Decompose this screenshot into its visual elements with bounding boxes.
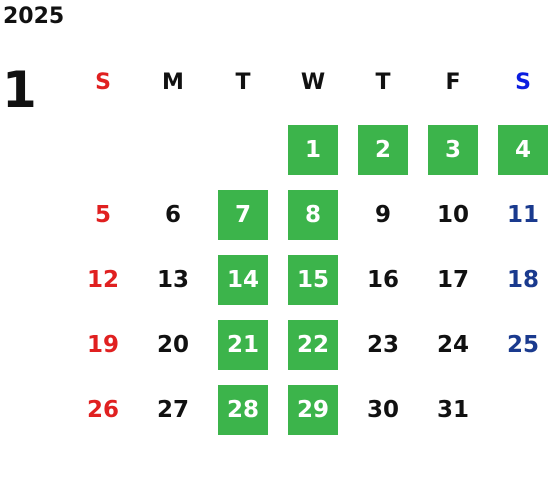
day-cell-4[interactable]: 4 [498, 125, 548, 175]
day-cell-10[interactable]: 10 [436, 202, 469, 228]
day-cell-22[interactable]: 22 [288, 320, 338, 370]
day-cell-12[interactable]: 12 [86, 267, 119, 293]
month-label: 1 [2, 61, 37, 119]
day-cell-3[interactable]: 3 [428, 125, 478, 175]
day-cell-6[interactable]: 6 [164, 202, 181, 228]
day-cell-11[interactable]: 11 [506, 202, 539, 228]
day-cell-15[interactable]: 15 [288, 255, 338, 305]
weekday-label-tuesday: T [235, 70, 251, 95]
day-cell-29[interactable]: 29 [288, 385, 338, 435]
day-cell-13[interactable]: 13 [156, 267, 189, 293]
day-cell-28[interactable]: 28 [218, 385, 268, 435]
day-cell-19[interactable]: 19 [86, 332, 119, 358]
weekday-label-saturday: S [515, 70, 531, 95]
day-cell-1[interactable]: 1 [288, 125, 338, 175]
day-cell-7[interactable]: 7 [218, 190, 268, 240]
day-cell-30[interactable]: 30 [366, 397, 399, 423]
day-cell-31[interactable]: 31 [436, 397, 469, 423]
weekday-label-wednesday: W [300, 70, 326, 95]
day-cell-16[interactable]: 16 [366, 267, 399, 293]
day-cell-8[interactable]: 8 [288, 190, 338, 240]
day-cell-21[interactable]: 21 [218, 320, 268, 370]
day-cell-17[interactable]: 17 [436, 267, 469, 293]
day-cell-14[interactable]: 14 [218, 255, 268, 305]
weekday-label-monday: M [162, 70, 184, 95]
day-cell-27[interactable]: 27 [156, 397, 189, 423]
day-cell-2[interactable]: 2 [358, 125, 408, 175]
day-cell-9[interactable]: 9 [374, 202, 391, 228]
weekday-label-sunday: S [95, 70, 111, 95]
weekday-label-friday: F [445, 70, 461, 95]
weekday-header-row: S M T W T F S [68, 60, 548, 105]
day-cell-24[interactable]: 24 [436, 332, 469, 358]
day-cell-20[interactable]: 20 [156, 332, 189, 358]
day-cell-23[interactable]: 23 [366, 332, 399, 358]
year-label: 2025 [3, 4, 65, 29]
day-cell-18[interactable]: 18 [506, 267, 539, 293]
weekday-label-thursday: T [375, 70, 391, 95]
day-cell-25[interactable]: 25 [506, 332, 539, 358]
day-cell-5[interactable]: 5 [94, 202, 111, 228]
day-cell-26[interactable]: 26 [86, 397, 119, 423]
